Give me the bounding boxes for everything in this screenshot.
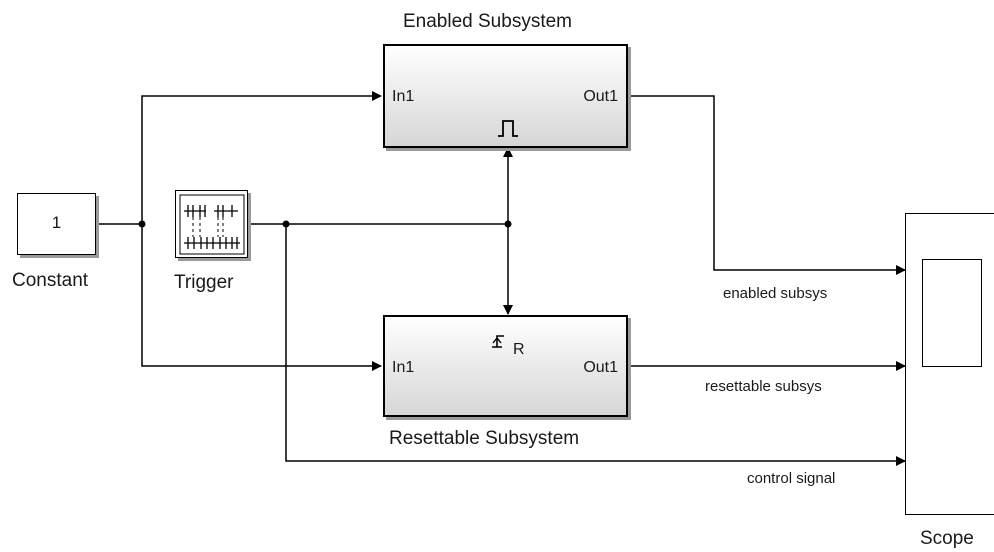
reset-edge-icon	[492, 335, 504, 348]
trigger-label: Trigger	[174, 272, 234, 293]
branch-point	[504, 220, 512, 228]
line-constant-to-resettable[interactable]	[141, 224, 382, 371]
reset-port-mark: R	[513, 341, 525, 358]
branch-point	[138, 220, 146, 228]
line-constant-to-enabled[interactable]	[96, 91, 382, 225]
enable-pulse-icon	[498, 120, 518, 137]
signal-editor-icon	[179, 194, 245, 255]
branch-point	[282, 220, 290, 228]
enabled-in-port-label: In1	[392, 88, 415, 105]
scope-block[interactable]	[905, 213, 994, 515]
resettable-subsystem-block[interactable]: R In1 Out1	[383, 315, 628, 417]
signal-label-control: control signal	[747, 470, 836, 487]
constant-value: 1	[51, 213, 62, 232]
line-enabled-out[interactable]	[628, 95, 906, 275]
scope-screen-icon	[922, 259, 982, 367]
line-control-signal[interactable]	[285, 224, 906, 466]
constant-block[interactable]: 1	[17, 193, 96, 255]
signal-label-enabled: enabled subsys	[723, 285, 828, 302]
resettable-out-port-label: Out1	[583, 359, 618, 376]
signal-label-resettable: resettable subsys	[705, 378, 822, 395]
trigger-block[interactable]	[175, 190, 248, 258]
resettable-subsystem-title: Resettable Subsystem	[389, 428, 580, 449]
enabled-subsystem-block[interactable]: In1 Out1	[383, 44, 628, 148]
scope-label: Scope	[920, 528, 974, 549]
enabled-subsystem-title: Enabled Subsystem	[403, 11, 572, 32]
enabled-out-port-label: Out1	[583, 88, 618, 105]
constant-label: Constant	[12, 270, 89, 291]
resettable-in-port-label: In1	[392, 359, 415, 376]
